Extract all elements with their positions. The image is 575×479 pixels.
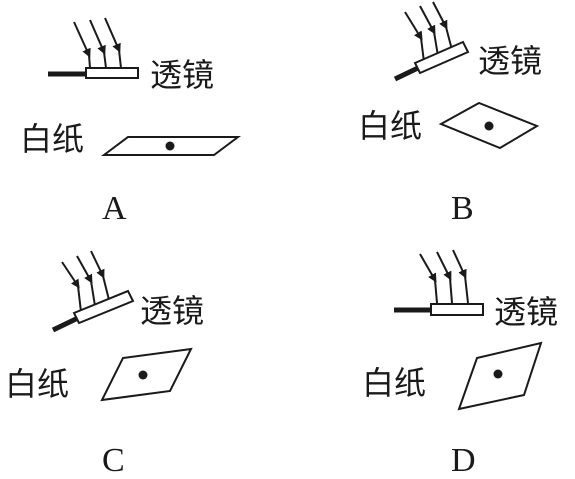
light-ray [452, 249, 467, 279]
light-ray [103, 51, 107, 69]
lens [72, 289, 135, 325]
option-label: B [451, 190, 474, 227]
light-ray [434, 279, 438, 304]
light-ray [404, 11, 423, 41]
lens-label: 透镜 [494, 293, 558, 331]
lens-label: 透镜 [140, 292, 204, 330]
light-ray [104, 17, 121, 53]
light-rays [73, 17, 122, 69]
paper-label: 白纸 [358, 107, 422, 145]
light-spot [165, 141, 175, 151]
light-ray [102, 275, 110, 301]
light-ray [118, 49, 122, 69]
light-ray [73, 21, 91, 58]
light-ray [432, 1, 448, 30]
light-ray [419, 253, 437, 283]
paper-label: 白纸 [362, 364, 426, 402]
light-ray [88, 54, 91, 69]
light-spot [138, 370, 148, 380]
light-ray [77, 285, 82, 313]
paper-label: 白纸 [20, 120, 84, 158]
paper-label: 白纸 [5, 365, 69, 403]
light-rays [404, 1, 453, 63]
light-spot [484, 121, 494, 131]
light-ray [436, 251, 452, 281]
light-ray [90, 280, 96, 307]
option-label: A [102, 190, 127, 227]
panel-d: 透镜 白纸 D [362, 249, 558, 479]
light-ray [433, 31, 439, 57]
panel-c: 透镜 白纸 C [5, 250, 204, 479]
light-ray [420, 37, 425, 63]
light-spot [493, 369, 503, 379]
lens-holder [51, 315, 80, 333]
light-ray [90, 250, 105, 279]
lens-holder [393, 65, 420, 82]
option-label: C [102, 442, 125, 479]
light-ray [464, 275, 469, 304]
option-label: D [451, 442, 476, 479]
light-ray [419, 5, 436, 35]
light-ray [76, 255, 93, 284]
lens-label: 透镜 [478, 42, 542, 80]
light-rays [61, 250, 110, 313]
light-rays [419, 249, 469, 304]
lens [85, 67, 139, 79]
panel-b: 透镜 白纸 B [358, 1, 542, 227]
panel-a: 透镜 白纸 A [20, 17, 241, 227]
light-ray [449, 277, 453, 304]
lens [430, 303, 484, 316]
light-ray [89, 19, 106, 55]
lens-label: 透镜 [150, 56, 214, 94]
light-ray [61, 261, 80, 289]
lens [413, 40, 470, 75]
